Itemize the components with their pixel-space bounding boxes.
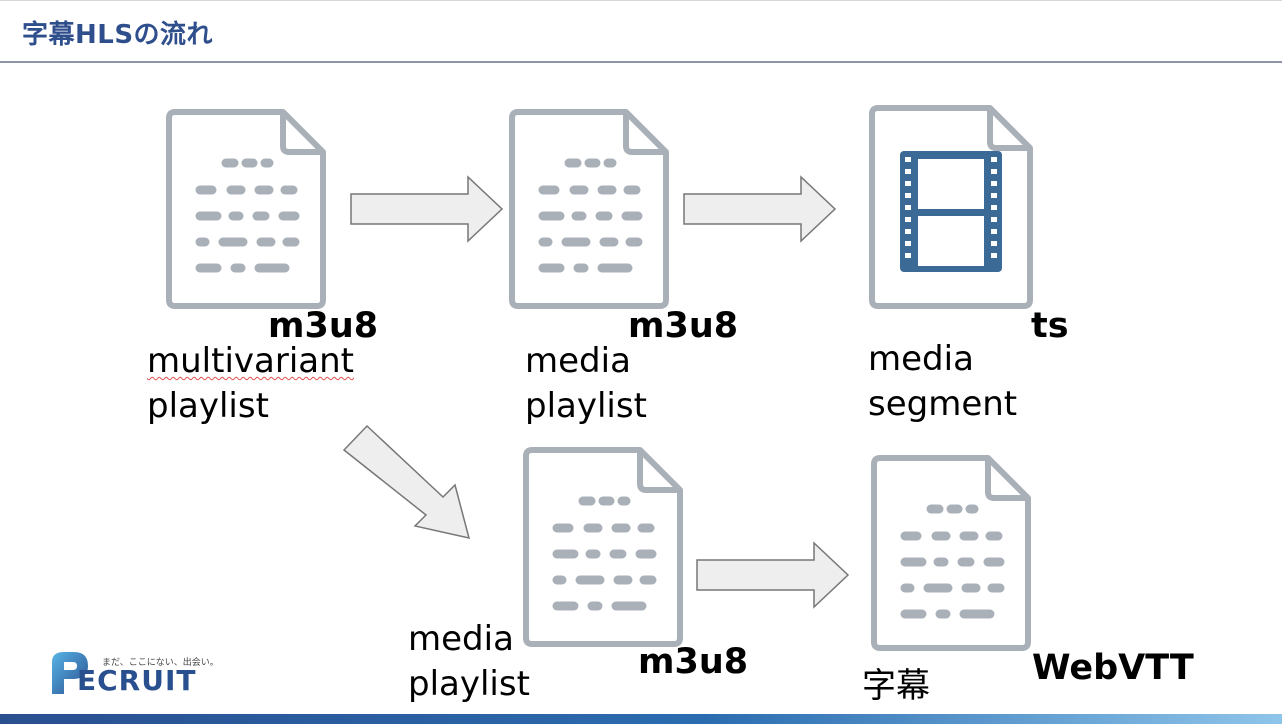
logo-tagline: まだ、ここにない、出会い。 bbox=[102, 658, 219, 668]
label-line1: 字幕 bbox=[862, 666, 930, 706]
label-line1: media bbox=[408, 619, 514, 659]
arrow-multivariant-to-media-bottom bbox=[342, 424, 471, 539]
top-border bbox=[0, 0, 1282, 1]
arrow-media-to-segment bbox=[683, 175, 837, 243]
label-multivariant: multivariant playlist bbox=[147, 339, 354, 429]
document-icon-subtitle bbox=[871, 455, 1031, 651]
ext-label-multivariant: m3u8 bbox=[268, 306, 379, 346]
label-line2: playlist bbox=[525, 386, 647, 426]
ext-label-subtitle: WebVTT bbox=[1032, 648, 1194, 688]
label-media-segment: media segment bbox=[868, 337, 1017, 427]
document-icon-media-playlist-top bbox=[509, 109, 669, 309]
label-line1: media bbox=[525, 341, 631, 381]
arrow-media-to-subtitle bbox=[696, 541, 850, 609]
label-line2: playlist bbox=[147, 386, 269, 426]
label-media-playlist-bottom: media playlist bbox=[408, 617, 530, 707]
arrow-multivariant-to-media bbox=[350, 175, 504, 243]
header-divider bbox=[0, 61, 1282, 63]
document-icon-media-playlist-bottom bbox=[523, 447, 683, 647]
document-icon-multivariant bbox=[166, 109, 326, 309]
film-strip-icon bbox=[900, 151, 1002, 272]
ext-label-media-bottom: m3u8 bbox=[638, 642, 749, 682]
label-subtitle: 字幕 bbox=[862, 664, 930, 709]
ext-label-media-top: m3u8 bbox=[628, 306, 739, 346]
label-line2: segment bbox=[868, 384, 1018, 424]
logo-wordmark: ECRUIT bbox=[77, 664, 197, 697]
video-file-icon bbox=[869, 105, 1033, 309]
label-line1: multivariant bbox=[147, 341, 354, 381]
label-media-playlist-top: media playlist bbox=[525, 339, 647, 429]
label-line1: media bbox=[868, 339, 974, 379]
ext-label-segment: ts bbox=[1031, 306, 1069, 346]
slide-title: 字幕HLSの流れ bbox=[22, 20, 214, 50]
recruit-logo-mark bbox=[52, 652, 88, 694]
footer-bar bbox=[0, 714, 1282, 724]
label-line2: playlist bbox=[408, 664, 530, 704]
